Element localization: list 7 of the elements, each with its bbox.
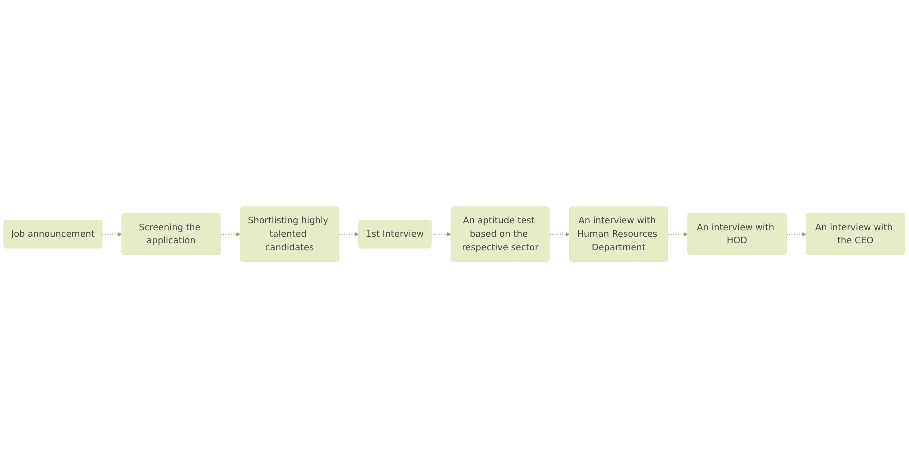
arrow xyxy=(338,232,360,236)
arrow xyxy=(786,232,807,236)
arrow xyxy=(668,232,688,236)
arrow xyxy=(431,232,452,236)
arrow xyxy=(220,232,241,236)
arrow xyxy=(102,232,122,236)
arrow xyxy=(550,232,570,236)
